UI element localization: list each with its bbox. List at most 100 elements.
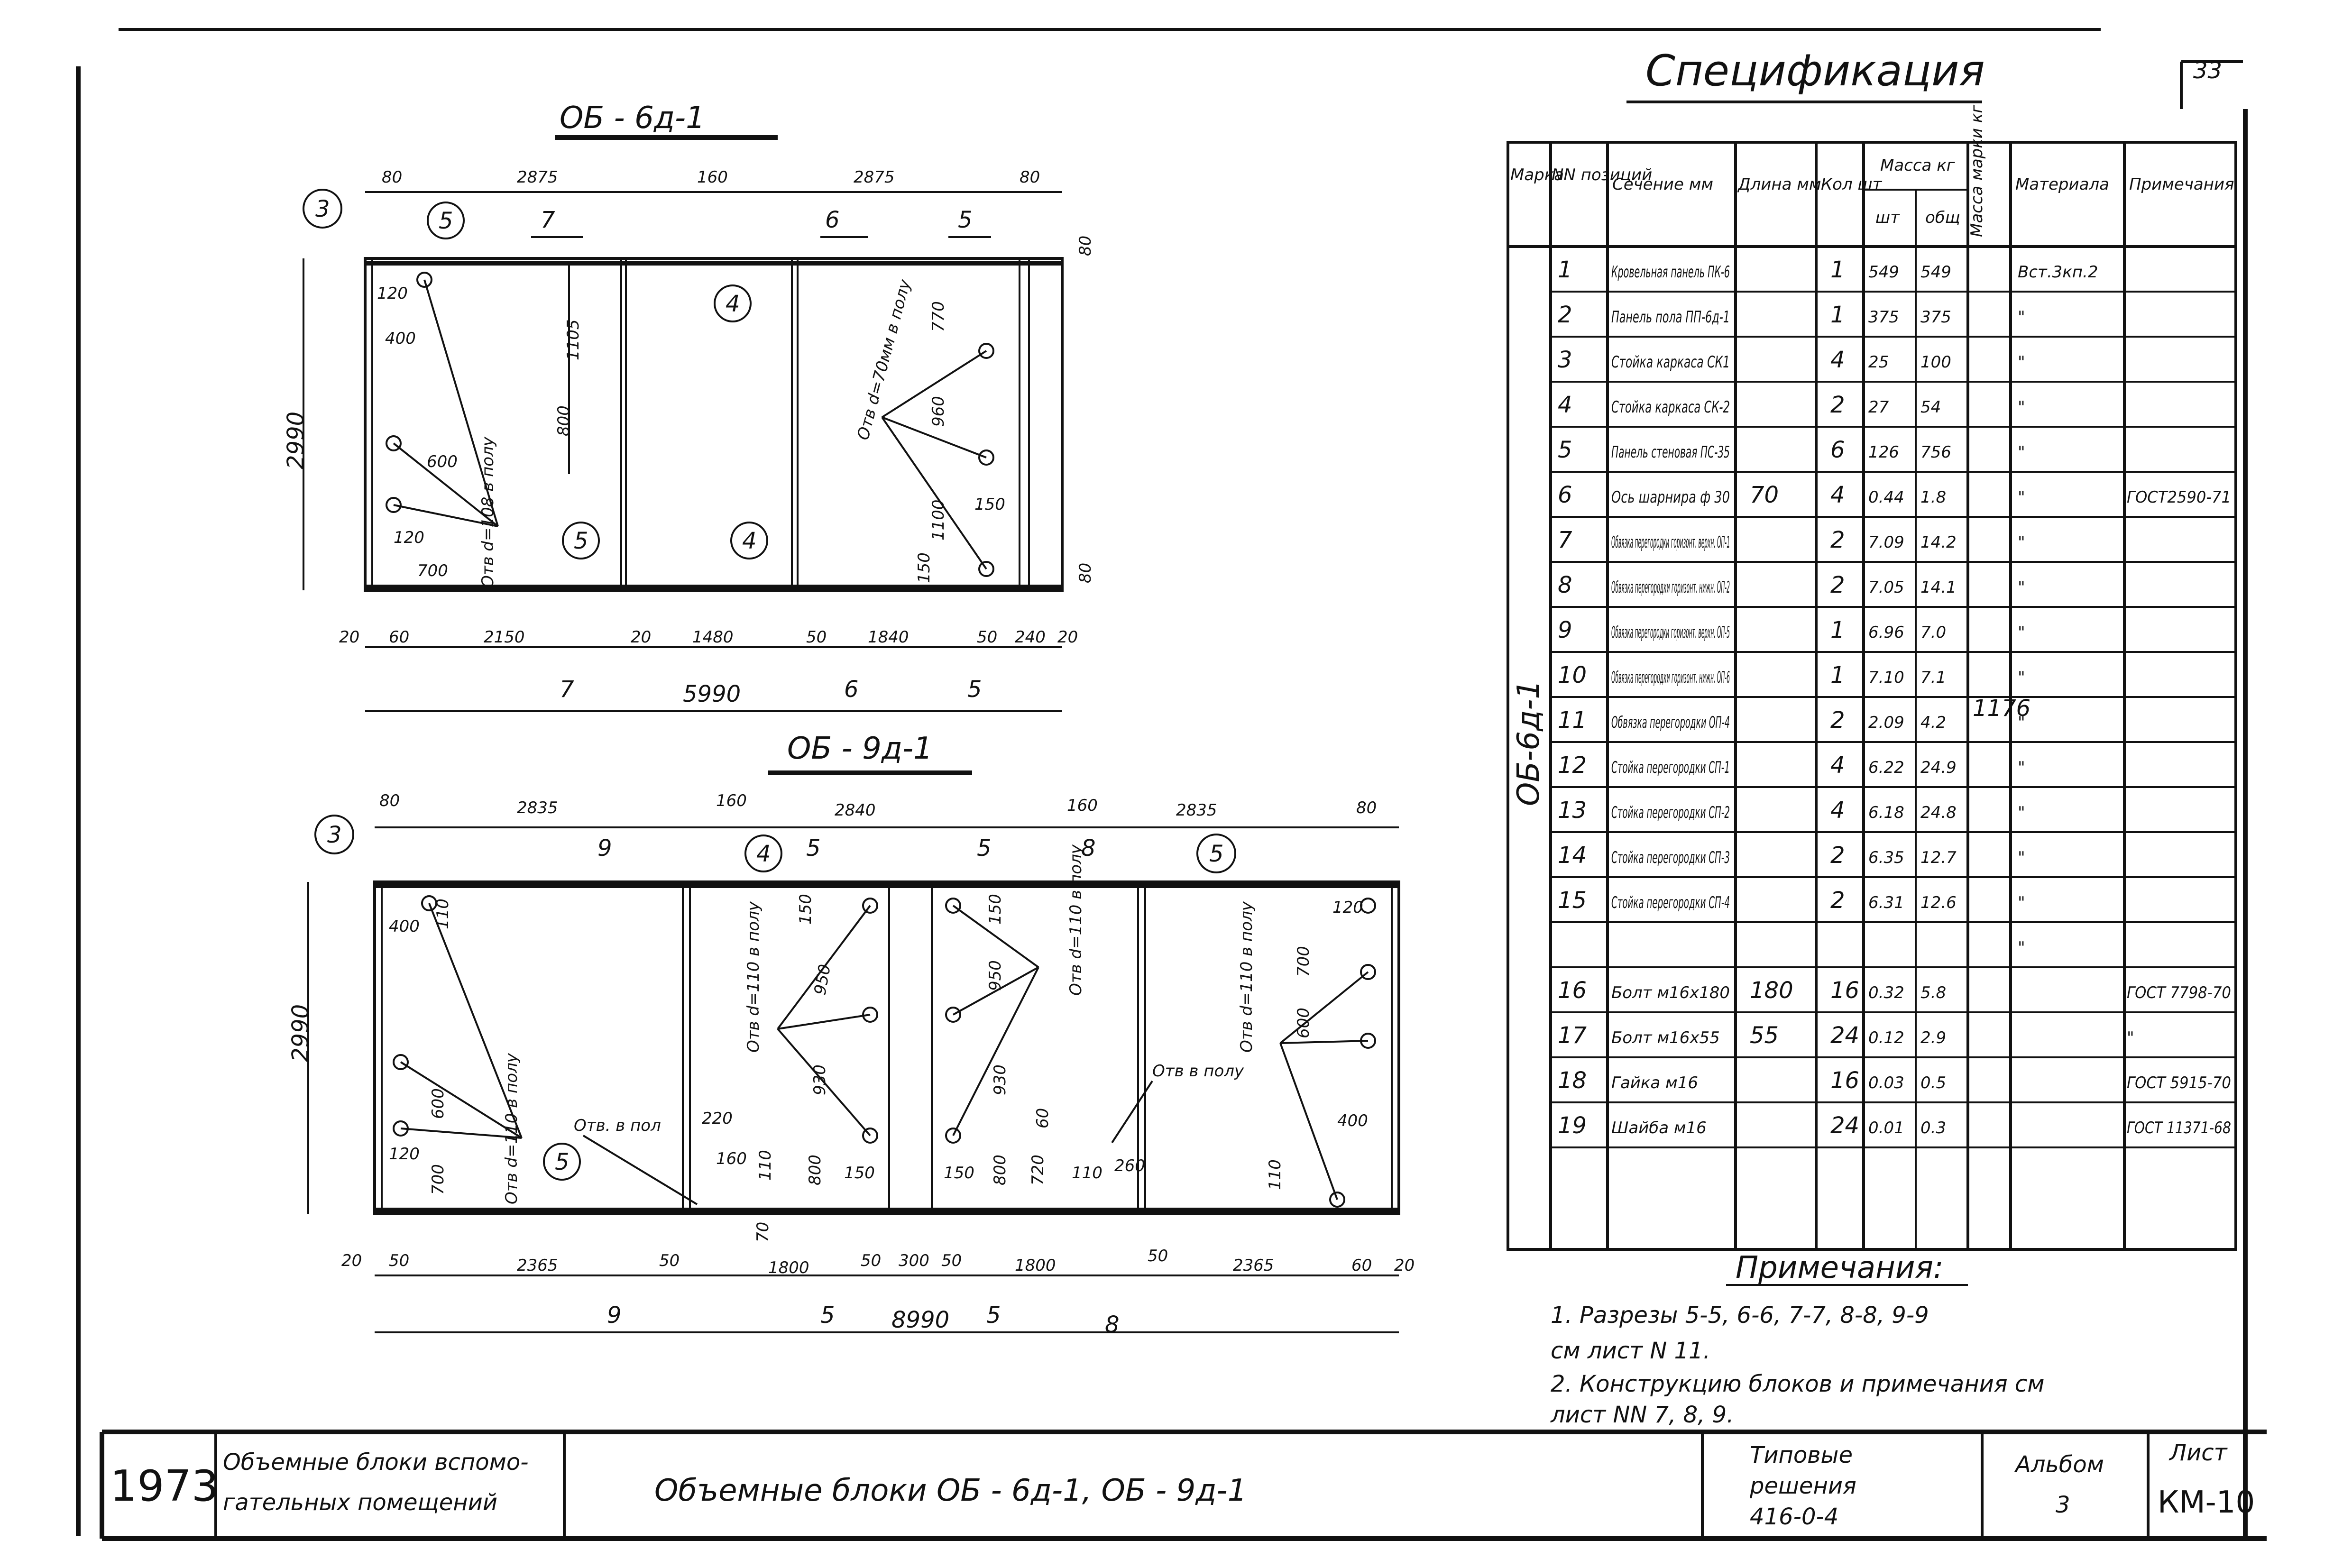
table-cell-name: Обвязка перегородки горизонт. нижн. ОП-2 [1611,578,1730,597]
table-cell-tot: 100 [1920,353,1951,372]
dim-text: 770 [929,301,948,332]
dim-text: 50 [389,1251,409,1270]
header-mass: Масса кг [1880,156,1956,175]
dim-text: 50 [1148,1247,1168,1265]
dim-text: 80 [1076,563,1095,583]
dim-text: 150 [796,894,815,925]
table-cell-tot: 2.9 [1920,1028,1946,1047]
table-cell-tot: 375 [1920,308,1951,327]
section-mark: 9 [607,1302,622,1329]
callout-circle [1196,834,1236,873]
section-mark: 6 [825,207,840,233]
spec-headers: Марка NN позиций Сечение мм Длина мм Кол… [1510,104,2234,237]
drawing1-left-dims: 120 400 600 120 700 [377,284,458,580]
drawing1-height: 2990 [283,412,309,469]
table-cell-name: Стойка каркаса СК-2 [1611,398,1730,417]
dim-text: 240 [1015,628,1046,647]
table-cell-tot: 549 [1920,263,1951,282]
dim-text: 110 [1266,1159,1285,1190]
header-nn: NN позиций [1552,165,1652,184]
dim-text: 20 [339,628,359,647]
hole-marker [386,497,402,513]
table-cell-one: 6.22 [1868,758,1904,777]
drawing2-hole-bay4-note: Отв d=110 в полу [1237,901,1256,1053]
table-cell-name: Шайба м16 [1611,1119,1707,1137]
table-cell-tot: 4.2 [1920,713,1946,732]
dim-text: 1800 [768,1258,809,1277]
dim-text: 20 [1394,1256,1415,1275]
hole-marker [393,1054,409,1070]
section-mark: 5 [977,835,992,862]
callout-number: 5 [439,208,453,234]
drawing2-bottom-dims: 20 50 2365 50 1800 50 300 50 1800 50 236… [341,1247,1415,1277]
hole-marker [862,1128,878,1144]
table-cell-note: ГОСТ 5915-70 [2127,1073,2231,1092]
table-cell-n: 18 [1558,1067,1587,1094]
dim-text: 700 [429,1164,448,1195]
callout-circle [427,202,465,239]
dim-text: 260 [1114,1156,1145,1175]
table-cell-one: 7.10 [1868,668,1904,687]
section-mark: 9 [597,835,612,862]
drawing2-hole-floor-note-2: Отв в полу [1152,1062,1244,1081]
dim-text: 150 [944,1164,974,1183]
drawing2-bay2-dims: 150 950 930 800 150 [796,894,875,1185]
hole-marker [978,343,994,359]
table-cell-mat: " [2018,893,2025,912]
table-cell-name: Стойка перегородки СП-4 [1611,893,1730,912]
notes-line-4: лист NN 7, 8, 9. [1550,1402,1734,1428]
table-cell-qty: 2 [1830,572,1845,598]
table-cell-one: 2.09 [1868,713,1904,732]
dim-text: 50 [659,1251,680,1270]
stamp-category-line2: гательных помещений [223,1489,497,1516]
leader-line [777,1014,871,1030]
table-cell-one: 7.09 [1868,533,1904,552]
table-cell-qty: 4 [1830,797,1845,824]
dim-text: 160 [1067,796,1098,815]
drawing-ob-6d-1: ОБ - 6д-1 80 2875 160 2875 80 120 4 [283,101,1095,712]
table-cell-one: 0.03 [1868,1073,1904,1092]
dim-text: 80 [382,168,402,187]
callout-circle [314,815,354,854]
header-mass-total: общ [1925,208,1960,227]
header-length: Длина мм [1737,175,1821,194]
drawing2-mid-dims: 220 160 110 70 [702,1109,775,1242]
dim-text: 50 [977,628,997,647]
table-cell-name: Панель стеновая ПС-35 [1611,443,1730,462]
leader-line [881,416,987,570]
hole-marker [1360,964,1376,980]
drawing1-outline [364,257,1064,592]
dim-text: 2150 [484,628,525,647]
header-mass-one: шт [1875,208,1900,227]
spec-title: Спецификация [1645,46,1985,96]
table-cell-n: 8 [1558,572,1572,598]
table-cell-mat: " [2018,353,2025,372]
leader-line [952,967,1039,1136]
table-cell-name: Обвязка перегородки ОП-4 [1611,713,1730,732]
dim-text: 400 [385,329,416,348]
dim-text: 400 [1337,1111,1368,1130]
table-cell-qty: 2 [1830,842,1845,869]
table-cell-one: 549 [1868,263,1899,282]
table-cell-qty: 2 [1830,527,1845,553]
dim-text: 600 [429,1088,448,1119]
table-cell-one: 0.32 [1868,983,1904,1002]
dim-text: 1480 [692,628,734,647]
dim-text: 960 [929,396,948,427]
table-cell-qty: 4 [1830,347,1845,373]
table-cell-one: 126 [1868,443,1899,462]
table-cell-one: 0.44 [1868,488,1904,507]
dim-text: 120 [377,284,408,303]
dim-text: 50 [806,628,827,647]
dim-text: 80 [1076,236,1095,256]
table-cell-mat: " [2018,443,2025,462]
table-cell-qty: 1 [1830,257,1845,283]
dim-text: 2875 [854,168,895,187]
dim-text: 150 [974,495,1005,514]
dim-text: 150 [915,552,934,583]
drawing2-hole-left-note: Отв d=110 в полу [502,1053,521,1204]
leader-line [777,905,871,1030]
stamp-series-line3: 416-0-4 [1750,1504,1838,1530]
callout-number: 3 [315,196,330,222]
